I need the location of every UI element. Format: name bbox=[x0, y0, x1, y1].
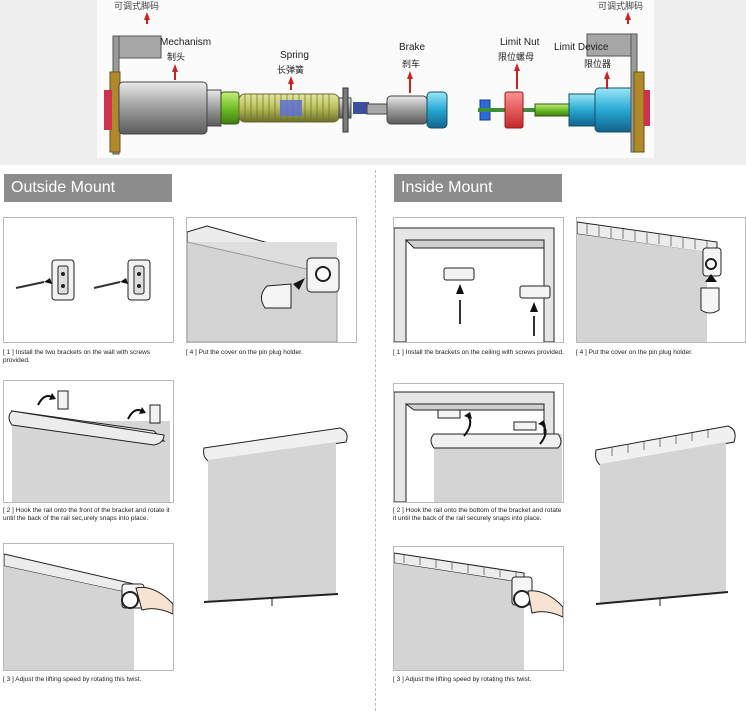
section-divider bbox=[375, 170, 376, 711]
disc-plate bbox=[342, 87, 349, 133]
inside-step4-caption: [ 4 ] Put the cover on the pin plug hold… bbox=[576, 349, 693, 356]
outside-step3-image bbox=[3, 543, 174, 671]
outside-step2-caption: [ 2 ] Hook the rail onto the front of th… bbox=[3, 507, 170, 522]
red-arrow-icon bbox=[514, 63, 520, 71]
spring-coils bbox=[244, 94, 330, 122]
green-cap bbox=[220, 91, 240, 125]
mechanism-diagram bbox=[97, 0, 654, 158]
label-brake-cn: 刹车 bbox=[402, 60, 421, 70]
red-arrow-icon bbox=[288, 76, 294, 84]
inside-step4-image bbox=[576, 217, 746, 343]
inside-step1-caption: [ 1 ] Install the brackets on the ceilin… bbox=[393, 349, 564, 356]
left-bracket bbox=[112, 35, 162, 59]
mechanism-head bbox=[118, 81, 208, 135]
outside-step1-caption: [ 1 ] Install the two brackets on the wa… bbox=[3, 349, 151, 364]
label-limit-device: Limit Device bbox=[554, 42, 609, 53]
top-right-caption: 可调式脚码 bbox=[598, 2, 644, 12]
label-brake: Brake bbox=[399, 42, 426, 53]
inside-final-shade bbox=[592, 420, 742, 610]
label-mechanism-cn: 制头 bbox=[167, 53, 186, 63]
label-limit-nut-cn: 限位螺母 bbox=[498, 53, 535, 63]
red-arrow-icon bbox=[172, 64, 178, 72]
inside-mount-title: Inside Mount bbox=[394, 174, 562, 202]
bracket-icon bbox=[443, 267, 551, 299]
red-arrow-icon bbox=[625, 12, 631, 20]
inside-step3-image bbox=[393, 546, 564, 671]
outside-step4-image bbox=[186, 217, 357, 343]
outside-final-shade bbox=[200, 424, 350, 614]
label-spring: Spring bbox=[280, 50, 309, 61]
outside-step1-image bbox=[3, 217, 174, 343]
inside-step1-image bbox=[393, 217, 564, 343]
label-mechanism: Mechanism bbox=[160, 37, 212, 48]
brake-cap bbox=[426, 91, 448, 129]
bracket-icon bbox=[127, 259, 151, 301]
limit-nut bbox=[504, 91, 524, 129]
outside-step3-caption: [ 3 ] Adjust the lifting speed by rotati… bbox=[3, 676, 142, 683]
outside-step2-image bbox=[3, 380, 174, 503]
inside-step3-caption: [ 3 ] Adjust the lifting speed by rotati… bbox=[393, 676, 532, 683]
brake-body bbox=[386, 95, 428, 125]
limit-device bbox=[568, 93, 596, 127]
bracket-icon bbox=[51, 259, 75, 301]
label-limit-device-cn: 限位器 bbox=[584, 60, 612, 70]
label-spring-cn: 长弹簧 bbox=[277, 66, 305, 76]
red-arrow-icon bbox=[144, 12, 150, 20]
inside-step2-caption: [ 2 ] Hook the rail onto the bottom of t… bbox=[393, 507, 562, 522]
outside-step4-caption: [ 4 ] Put the cover on the pin plug hold… bbox=[186, 349, 303, 356]
red-arrow-icon bbox=[407, 71, 413, 79]
inside-step2-image bbox=[393, 383, 564, 503]
label-limit-nut: Limit Nut bbox=[500, 37, 540, 48]
mechanism-illustration bbox=[104, 33, 650, 155]
top-left-caption: 可调式脚码 bbox=[114, 2, 160, 12]
outside-mount-title: Outside Mount bbox=[4, 174, 172, 202]
red-arrow-icon bbox=[604, 71, 610, 79]
right-gear bbox=[633, 71, 645, 153]
